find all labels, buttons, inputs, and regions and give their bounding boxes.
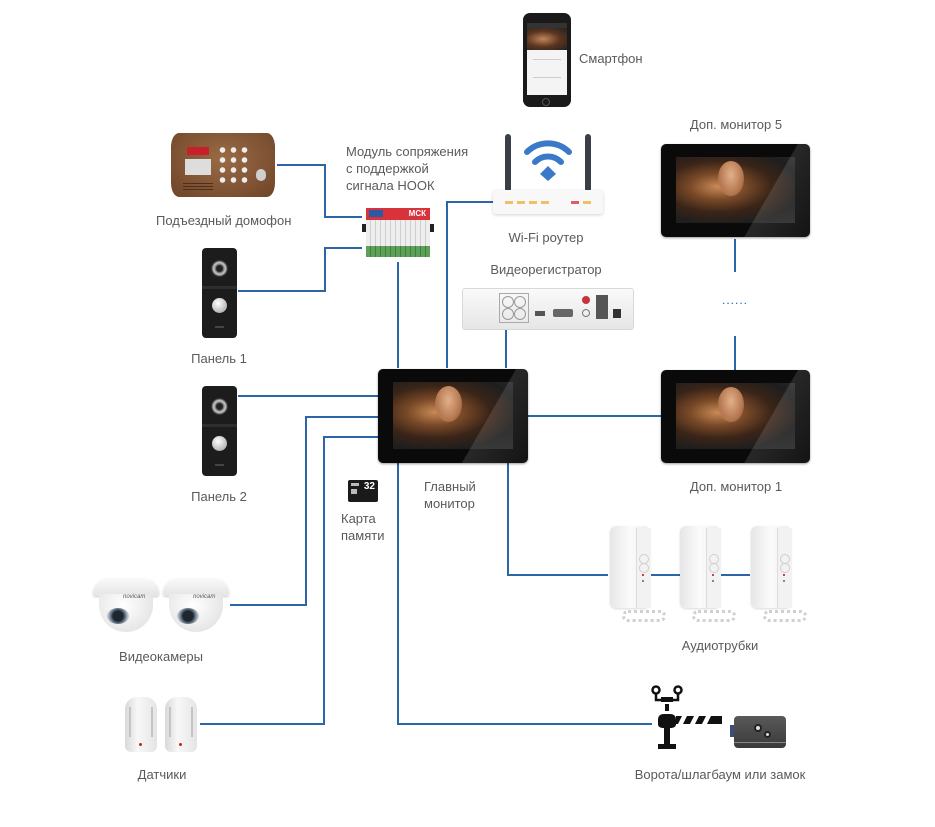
wire-sensors-monitor (200, 436, 378, 725)
dvr-label: Видеорегистратор (490, 262, 602, 277)
cameras-label: Видеокамеры (119, 649, 203, 664)
main-monitor-label-line-2: монитор (424, 496, 475, 511)
gate-lock-label: Ворота/шлагбаум или замок (634, 767, 806, 782)
sensor-1-device (125, 697, 157, 752)
dvr-device (462, 288, 634, 330)
main-monitor-label-line-1: Главный (424, 479, 476, 494)
hook-module-label-line-1: Модуль сопряжения (346, 144, 469, 159)
memory-card-label: Карта памяти (341, 510, 384, 544)
main-monitor-label: Главный монитор (424, 478, 476, 512)
memory-card-label-line-1: Карта (341, 511, 376, 526)
building-intercom-label: Подъездный домофон (156, 213, 292, 228)
wire-intercom-module (277, 164, 362, 218)
hook-module-label-line-2: с поддержкой (346, 161, 429, 176)
extra-monitors-ellipsis: ...... (721, 293, 749, 307)
memory-card-device: 32 (348, 480, 378, 502)
camera-2-brand: novicam (193, 594, 216, 600)
wire-cameras-monitor (230, 416, 378, 606)
handset-3-device (751, 526, 811, 626)
memory-card-capacity: 32 (363, 481, 375, 492)
handset-1-device (610, 526, 670, 626)
electric-lock-device (730, 716, 786, 748)
panel-2-label: Панель 2 (191, 489, 247, 504)
smartphone-label: Смартфон (579, 51, 643, 66)
wifi-router-device (493, 128, 603, 214)
wire-panel1-module (238, 247, 362, 292)
wire-router-monitor (446, 201, 493, 368)
wire-monitor-handsets (507, 463, 608, 576)
antenna-right (585, 134, 591, 192)
extra-monitor-5-label: Доп. монитор 5 (689, 117, 783, 132)
camera-2-device: novicam (163, 578, 229, 634)
hook-module-label-line-3: сигнала НООК (346, 178, 435, 193)
memory-card-label-line-2: памяти (341, 528, 385, 543)
wire-monitor-gate (397, 463, 652, 725)
wifi-icon (524, 140, 572, 181)
handset-2-device (680, 526, 740, 626)
building-intercom-device (171, 133, 275, 197)
hook-module-label: Модуль сопряжения с поддержкой сигнала Н… (346, 143, 468, 194)
sensor-2-device (165, 697, 197, 752)
smartphone-device (523, 13, 571, 107)
extra-monitor-5-device (661, 144, 810, 237)
panel-1-label: Панель 1 (191, 351, 247, 366)
panel-2-device (202, 386, 237, 476)
barrier-gate-icon (651, 685, 722, 749)
antenna-left (505, 134, 511, 192)
extra-monitor-1-label: Доп. монитор 1 (689, 479, 783, 494)
wifi-router-label: Wi-Fi роутер (508, 230, 584, 245)
hook-module-device-text: МСК (408, 209, 426, 218)
sensors-label: Датчики (137, 767, 187, 782)
handsets-label: Аудиотрубки (681, 638, 759, 653)
main-monitor-device (378, 369, 528, 463)
camera-1-brand: novicam (123, 594, 146, 600)
camera-1-device: novicam (93, 578, 159, 634)
extra-monitor-1-device (661, 370, 810, 463)
panel-1-device (202, 248, 237, 338)
hook-module-device: МСК (362, 208, 434, 258)
